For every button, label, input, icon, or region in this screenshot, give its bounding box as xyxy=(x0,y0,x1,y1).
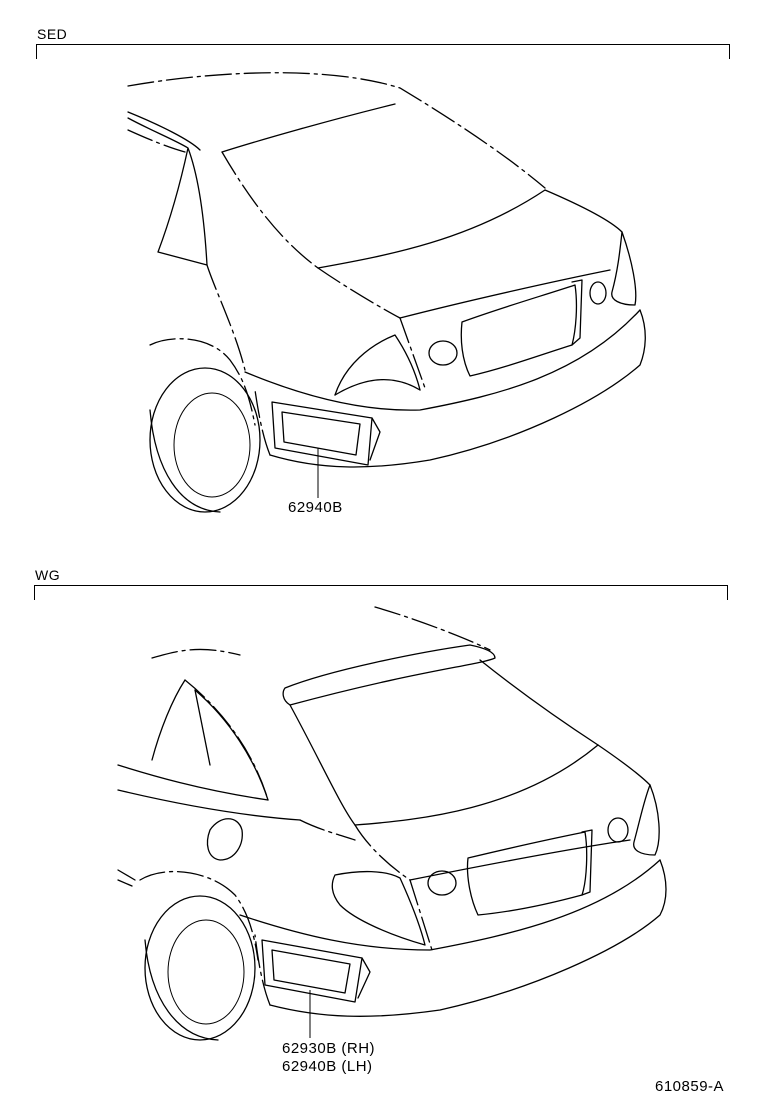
section-bracket-wg xyxy=(34,585,728,600)
sedan-illustration xyxy=(127,72,646,513)
section-label-wg: WG xyxy=(35,567,61,583)
figure-id: 610859-A xyxy=(655,1078,725,1095)
wagon-illustration xyxy=(117,606,667,1041)
section-bracket-sed xyxy=(36,44,730,59)
section-label-sed: SED xyxy=(37,26,68,42)
callout-wagon-part-lh: 62940B (LH) xyxy=(282,1058,373,1075)
callout-sedan-part: 62940B xyxy=(288,499,343,516)
callout-wagon-part-rh: 62930B (RH) xyxy=(282,1040,376,1057)
